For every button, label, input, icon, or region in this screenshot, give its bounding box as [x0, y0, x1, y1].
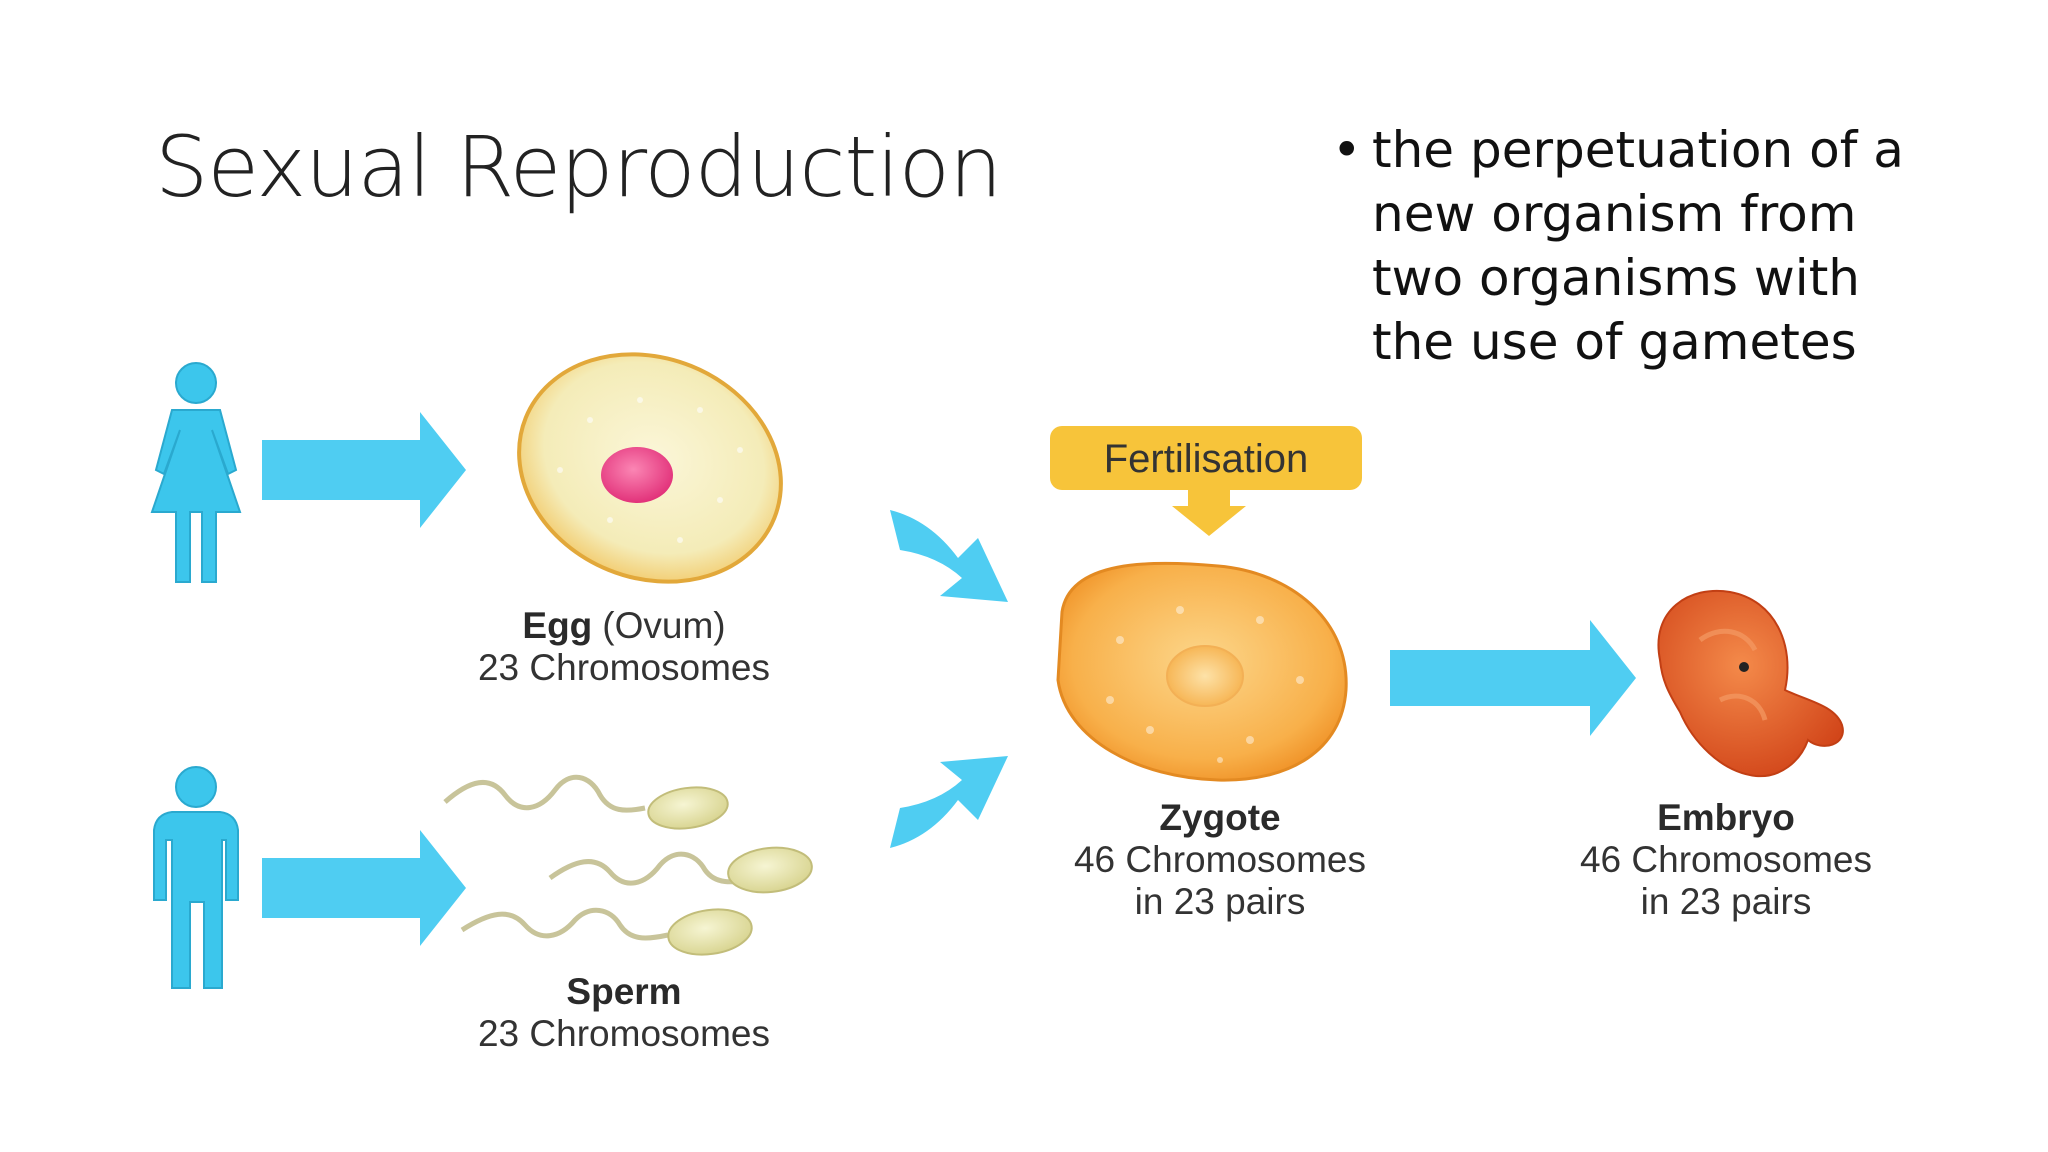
arrow-male-to-sperm [262, 830, 466, 946]
embryo-pairs: in 23 pairs [1641, 881, 1812, 922]
fertilisation-badge [1050, 426, 1362, 536]
sperm-name: Sperm [566, 971, 681, 1012]
zygote-pairs: in 23 pairs [1135, 881, 1306, 922]
bullet-line: the perpetuation of a [1372, 121, 1904, 179]
zygote-name: Zygote [1159, 797, 1280, 838]
bullet-line: new organism from [1372, 185, 1857, 243]
male-figure-icon [153, 766, 239, 989]
egg-alt-name: (Ovum) [602, 605, 725, 646]
arrow-egg-to-zygote [890, 510, 1008, 602]
sperm-cells-icon [443, 774, 813, 956]
embryo-name: Embryo [1657, 797, 1795, 838]
arrow-female-to-egg [262, 412, 466, 528]
egg-name: Egg [522, 605, 592, 646]
slide-title: Sexual Reproduction [155, 118, 1002, 216]
bullet-text: the perpetuation of a new organism from … [1372, 118, 1992, 374]
bullet-dot-icon: • [1332, 121, 1362, 179]
zygote-chromosomes: 46 Chromosomes [1074, 839, 1366, 880]
female-figure-icon [150, 362, 242, 583]
sperm-chromosomes: 23 Chromosomes [478, 1013, 770, 1054]
embryo-icon [1657, 589, 1844, 778]
bullet-line: the use of gametes [1372, 313, 1857, 371]
embryo-chromosomes: 46 Chromosomes [1580, 839, 1872, 880]
egg-chromosomes: 23 Chromosomes [478, 647, 770, 688]
arrow-sperm-to-zygote [890, 756, 1008, 848]
egg-cell-icon [517, 352, 783, 584]
bullet-line: two organisms with [1372, 249, 1860, 307]
egg-label: Egg(Ovum) [522, 605, 725, 646]
zygote-cell-icon [1056, 561, 1348, 782]
arrow-zygote-to-embryo [1390, 620, 1636, 736]
fertilisation-label: Fertilisation [1104, 437, 1309, 481]
